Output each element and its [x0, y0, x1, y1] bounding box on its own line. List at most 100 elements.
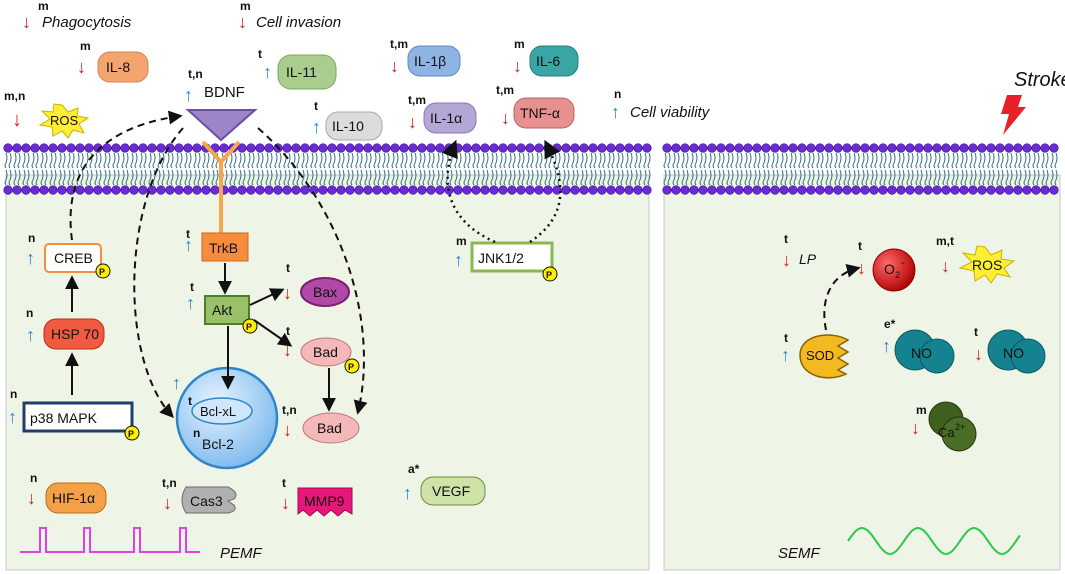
tnf-a-cytokine: t,m ↓ TNF-α	[496, 83, 575, 129]
trkb-receptor: t ↑ TrkB	[184, 140, 249, 262]
svg-text:SOD: SOD	[806, 348, 834, 363]
down-arrow-icon: ↓	[238, 12, 247, 32]
ros-left: m,n ↓ ROS	[4, 89, 90, 139]
svg-text:t,n: t,n	[188, 67, 203, 81]
svg-text:t: t	[784, 331, 788, 345]
il-1a-cytokine: t,m ↓ IL-1α	[408, 93, 477, 134]
up-arrow-icon: ↑	[184, 85, 193, 105]
svg-text:t: t	[784, 232, 788, 246]
down-arrow-icon: ↓	[911, 418, 920, 438]
il-10-cytokine: t ↑ IL-10	[312, 99, 383, 141]
svg-text:HSP 70: HSP 70	[51, 326, 99, 342]
bad-node-top: t ↓ Bad P	[283, 324, 360, 374]
phagocytosis-effect: m ↓ Phagocytosis	[22, 0, 132, 32]
svg-text:P: P	[348, 362, 354, 372]
cas3-node: t,n ↓ Cas3	[162, 476, 237, 514]
svg-text:IL-10: IL-10	[332, 118, 364, 134]
up-arrow-icon: ↑	[781, 345, 790, 365]
hif-1a-node: n ↓ HIF-1α	[27, 471, 107, 514]
svg-text:TrkB: TrkB	[209, 240, 238, 256]
svg-text:Ca: Ca	[938, 425, 955, 440]
svg-text:t,m: t,m	[408, 93, 426, 107]
svg-text:Stroke: Stroke	[1014, 69, 1065, 91]
svg-text:t,m: t,m	[390, 37, 408, 51]
cell-membrane-right	[662, 143, 1059, 195]
dashed-arrows	[69, 110, 368, 419]
up-arrow-icon: ↑	[611, 102, 620, 122]
down-arrow-icon: ↓	[163, 493, 172, 513]
svg-text:t: t	[258, 47, 262, 61]
svg-text:t: t	[282, 476, 286, 490]
up-arrow-icon: ↑	[8, 407, 17, 427]
svg-text:BDNF: BDNF	[204, 84, 245, 101]
semf-waveform	[847, 526, 1021, 556]
cell-invasion-effect: m ↓ Cell invasion	[238, 0, 341, 32]
up-arrow-icon: ↑	[882, 336, 891, 356]
svg-text:ROS: ROS	[50, 113, 79, 128]
svg-text:m: m	[38, 0, 49, 13]
svg-text:t,n: t,n	[162, 476, 177, 490]
svg-text:t: t	[188, 394, 192, 408]
pemf-caption: PEMF	[220, 545, 263, 562]
il-11-cytokine: t ↑ IL-11	[258, 47, 337, 90]
svg-text:t: t	[858, 239, 862, 253]
down-arrow-icon: ↓	[501, 108, 510, 128]
down-arrow-icon: ↓	[283, 420, 292, 440]
svg-text:Bax: Bax	[313, 284, 337, 300]
creb-node: n ↑ CREB P	[26, 231, 111, 279]
down-arrow-icon: ↓	[390, 56, 399, 76]
svg-text:n: n	[10, 387, 17, 401]
svg-text:2: 2	[895, 270, 900, 280]
svg-text:LP: LP	[799, 251, 817, 267]
svg-text:t: t	[186, 227, 190, 241]
jnk-node: m ↑ JNK1/2 P	[454, 234, 558, 282]
down-arrow-icon: ↓	[941, 256, 950, 276]
up-arrow-icon: ↑	[26, 325, 35, 345]
down-arrow-icon: ↓	[513, 56, 522, 76]
p38-mapk-node: n ↑ p38 MAPK P	[8, 387, 140, 441]
svg-text:m: m	[456, 234, 467, 248]
svg-text:Phagocytosis: Phagocytosis	[42, 14, 132, 31]
svg-text:t,m: t,m	[496, 83, 514, 97]
up-arrow-icon: ↑	[186, 293, 195, 313]
down-arrow-icon: ↓	[12, 109, 22, 131]
svg-text:p38 MAPK: p38 MAPK	[30, 410, 98, 426]
svg-text:Akt: Akt	[212, 302, 232, 318]
up-arrow-icon: ↑	[312, 117, 321, 137]
up-arrow-icon: ↑	[184, 235, 193, 255]
down-arrow-icon: ↓	[283, 340, 292, 360]
up-arrow-icon: ↑	[26, 248, 35, 268]
down-arrow-icon: ↓	[77, 57, 86, 77]
svg-text:Bad: Bad	[317, 420, 342, 436]
bdnf-triangle-icon	[185, 109, 258, 142]
svg-text:O: O	[884, 261, 895, 277]
svg-text:a*: a*	[408, 462, 420, 476]
down-arrow-icon: ↓	[283, 283, 292, 303]
up-arrow-icon: ↑	[403, 483, 412, 503]
svg-text:TNF-α: TNF-α	[520, 105, 560, 121]
svg-text:MMP9: MMP9	[304, 493, 345, 509]
cell-viability-effect: n ↑ Cell viability	[611, 87, 711, 122]
svg-text:CREB: CREB	[54, 250, 93, 266]
svg-text:IL-1β: IL-1β	[414, 53, 446, 69]
svg-text:Bad: Bad	[313, 344, 338, 360]
svg-text:JNK1/2: JNK1/2	[478, 250, 524, 266]
il-8-cytokine: m ↓ IL-8	[77, 39, 149, 83]
svg-text:IL-6: IL-6	[536, 53, 560, 69]
svg-text:t: t	[190, 280, 194, 294]
bax-node: t ↓ Bax	[283, 261, 350, 307]
ros-right: m,t ↓ ROS	[936, 234, 1016, 284]
svg-text:NO: NO	[1003, 345, 1024, 361]
svg-text:-: -	[901, 258, 904, 269]
il-1b-cytokine: t,m ↓ IL-1β	[390, 37, 461, 77]
sod-node: t ↑ SOD	[781, 331, 850, 379]
svg-text:P: P	[246, 322, 252, 332]
stroke-label: Stroke	[1001, 69, 1065, 135]
svg-text:m,t: m,t	[936, 234, 954, 248]
svg-text:n: n	[26, 306, 33, 320]
mmp9-node: t ↓ MMP9	[281, 476, 353, 517]
svg-text:HIF-1α: HIF-1α	[52, 490, 95, 506]
right-cytoplasm	[663, 174, 1061, 571]
pemf-waveform	[20, 527, 200, 553]
